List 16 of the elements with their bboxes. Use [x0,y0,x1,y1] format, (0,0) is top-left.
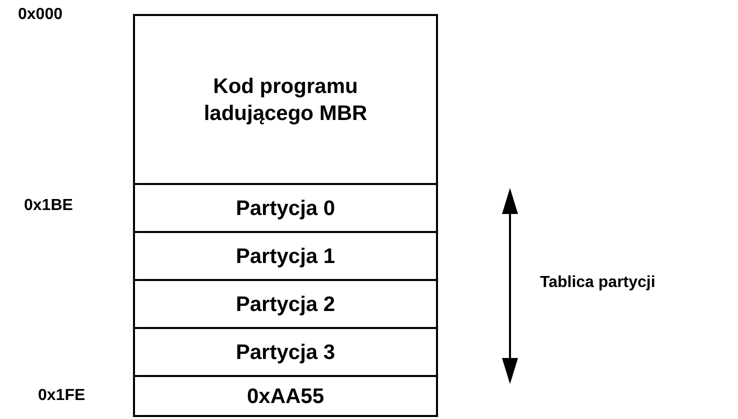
address-label: 0x1BE [24,197,73,215]
memory-row-box [133,183,438,233]
region-label: Partycja 2 [236,292,336,318]
address-label: 0x000 [18,6,62,24]
region-label: Kod programu ladującego MBR [202,74,368,126]
memory-row-box [133,327,438,377]
memory-region-box [133,14,438,185]
memory-row-box [133,231,438,281]
bracket-label: Tablica partycji [540,274,656,292]
region-label: Partycja 3 [236,340,336,366]
memory-row-box [133,375,438,417]
region-label: Partycja 0 [236,196,336,222]
memory-row-box [133,279,438,329]
address-label: 0x1FE [38,387,86,405]
region-label: Partycja 1 [236,244,336,270]
region-label: 0xAA55 [246,384,324,410]
